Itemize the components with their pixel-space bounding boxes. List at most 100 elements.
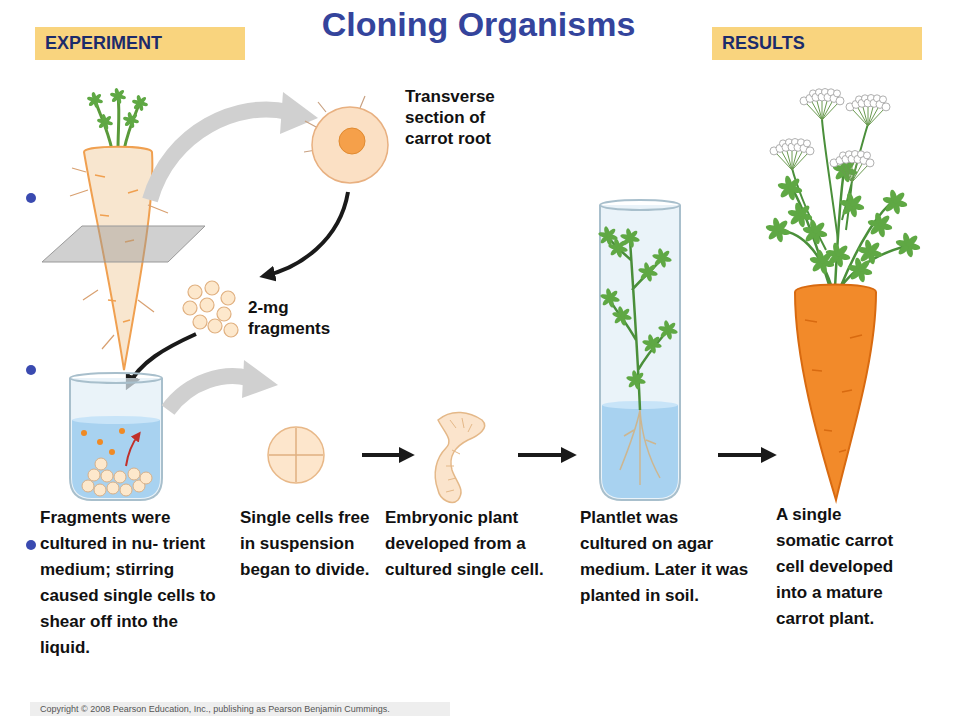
dividing-cell-part [268, 427, 324, 483]
leaf [877, 214, 891, 228]
step-caption: Fragments were cultured in nu- trient me… [40, 505, 228, 661]
carrot-root-drawing-part [117, 96, 121, 150]
flower [866, 159, 874, 167]
plantlet-tube-part [608, 236, 668, 410]
leaf [129, 113, 138, 122]
culture-tube-part-part [107, 482, 119, 494]
fragment-label: 2-mg fragments [248, 297, 368, 339]
header-box: EXPERIMENT [35, 27, 245, 60]
section-label: Transverse section of carrot root [405, 86, 535, 149]
culture-tube-part-part [101, 470, 113, 482]
mature-carrot-part [775, 165, 910, 288]
culture-tube-part-part [82, 480, 94, 492]
leaf [905, 234, 919, 248]
header-box: RESULTS [712, 27, 922, 60]
root-section-part [312, 107, 388, 183]
bullet-dots-part [26, 365, 36, 375]
fragments-part [205, 281, 219, 295]
leaf [787, 177, 801, 191]
carrot-root-drawing [42, 88, 205, 370]
leaf [103, 115, 112, 124]
culture-tube-part-part [109, 449, 115, 455]
leaf [634, 371, 645, 382]
leaf [608, 289, 619, 300]
leaf [867, 241, 881, 255]
bullet-dots-part [26, 193, 36, 203]
culture-tube-part-part [81, 430, 87, 436]
embryo [435, 412, 484, 502]
culture-tube-part-part [114, 471, 126, 483]
step-caption: Plantlet was cultured on agar medium. La… [580, 505, 750, 609]
plantlet-tube [598, 200, 680, 500]
carrot-root-drawing-part [42, 226, 205, 262]
embryo-part [435, 412, 484, 502]
leaf [857, 259, 871, 273]
copyright-note: Copyright © 2008 Pearson Education, Inc.… [40, 703, 390, 715]
leaf [666, 321, 677, 332]
mature-carrot-part [792, 118, 868, 250]
fragments-part [224, 323, 238, 337]
leaf [775, 219, 789, 233]
plantlet-tube-part [600, 205, 680, 500]
culture-tube-part [72, 416, 160, 424]
culture-tube-part [72, 420, 160, 498]
dividing-cell [268, 427, 324, 483]
leaf [835, 244, 849, 258]
leaf [660, 249, 671, 260]
mature-carrot [765, 89, 921, 501]
flower [834, 90, 841, 97]
black-arrow [518, 453, 572, 457]
dividing-cell-part [269, 428, 323, 482]
fragments [183, 281, 238, 337]
fragments-part [183, 301, 197, 315]
gray-arrow-part [242, 360, 278, 398]
header-text: EXPERIMENT [45, 32, 235, 55]
gray-arrow [150, 92, 318, 200]
header-text: RESULTS [722, 32, 912, 55]
flower [836, 97, 844, 105]
culture-tube-part [81, 428, 125, 455]
slide-title: Cloning Organisms [245, 4, 712, 44]
culture-tube-part-part [88, 469, 100, 481]
root-section [304, 96, 388, 183]
culture-tube-part-part [97, 439, 103, 445]
black-arrow [264, 192, 348, 276]
fragments-part [188, 285, 202, 299]
fragments-part [200, 298, 214, 312]
step-caption: Embryonic plant developed from a culture… [385, 505, 565, 583]
bullet-dots-part [26, 540, 36, 550]
culture-tube-part-part [94, 484, 106, 496]
black-arrow [362, 453, 410, 457]
leaf [849, 194, 863, 208]
culture-tube-part [82, 458, 152, 496]
mature-carrot-part [795, 285, 876, 501]
plantlet-tube-part [600, 200, 680, 210]
fragments-part [221, 291, 235, 305]
culture-tube [70, 373, 162, 500]
culture-tube-part [126, 434, 139, 466]
culture-tube-part-part [95, 458, 107, 470]
carrot-root-drawing-part [124, 102, 140, 150]
root-section-part [339, 128, 365, 154]
leaf [646, 263, 657, 274]
flower [806, 147, 814, 155]
leaf [93, 93, 102, 102]
culture-tube-part-part [119, 428, 125, 434]
fragments-part [208, 319, 222, 333]
flower [882, 103, 890, 111]
copyright-band-part [30, 702, 450, 716]
gray-arrow-part [280, 92, 318, 134]
culture-tube-part-part [128, 468, 140, 480]
leaf [812, 221, 826, 235]
leaf [616, 239, 627, 250]
leaf [892, 191, 906, 205]
bullet-dots [26, 193, 36, 550]
culture-tube-part [70, 378, 162, 500]
leaf [628, 229, 639, 240]
black-arrow [718, 453, 772, 457]
embryo-part [446, 418, 472, 492]
mature-carrot-part [805, 320, 862, 452]
gray-arrow [168, 360, 278, 410]
leaf [620, 307, 631, 318]
gray-arrow-part [150, 109, 288, 200]
